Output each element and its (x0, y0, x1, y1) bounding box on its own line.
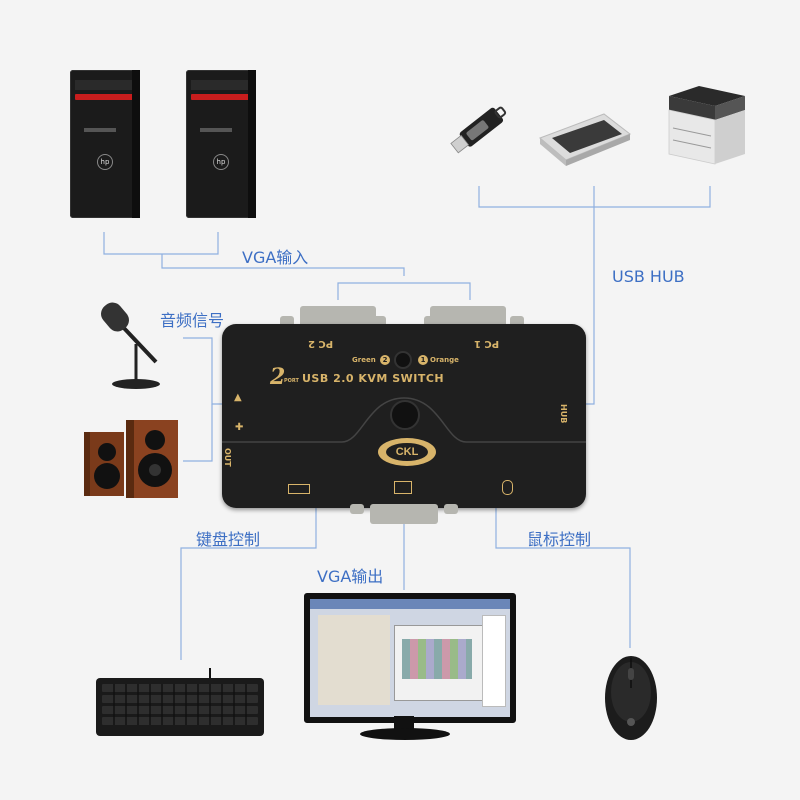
keyboard-port-icon (288, 484, 310, 494)
keyboard-control-label: 键盘控制 (196, 526, 260, 550)
ckl-logo: CKL (378, 438, 436, 466)
usb-flash-drive-icon (446, 92, 518, 164)
keyboard-icon (92, 668, 268, 740)
monitor-icon (304, 593, 516, 723)
monitor-port-icon (394, 481, 412, 494)
pc-tower-2: hp (186, 70, 256, 218)
out-label: OUT (223, 448, 232, 467)
mouse-control-label: 鼠标控制 (527, 526, 591, 550)
mouse-icon (602, 652, 660, 744)
scanner-icon (534, 108, 634, 168)
printer-icon (665, 84, 749, 168)
switch-button[interactable] (390, 400, 420, 430)
vga-out-port (370, 504, 438, 524)
screw-5 (350, 504, 364, 514)
kvm-switch: PC 2 PC 1 Green 2 1 Orange 2 PORT USB 2.… (222, 324, 586, 508)
usb-hub-label: USB HUB (612, 267, 685, 286)
microphone-icon (96, 296, 176, 392)
screw-6 (444, 504, 458, 514)
speakers-icon (78, 414, 188, 500)
monitor-stand (360, 728, 450, 740)
hub-label: HUB (559, 404, 568, 423)
brand-text: CKL (386, 443, 428, 461)
mic-port-icon: ✚ (235, 422, 243, 433)
vga-out-label: VGA输出 (317, 563, 383, 587)
vga-in-label: VGA输入 (242, 244, 308, 268)
mouse-port-icon (502, 480, 513, 495)
speaker-port-icon: ▲ (234, 392, 242, 403)
pc-tower-1: hp (70, 70, 140, 218)
